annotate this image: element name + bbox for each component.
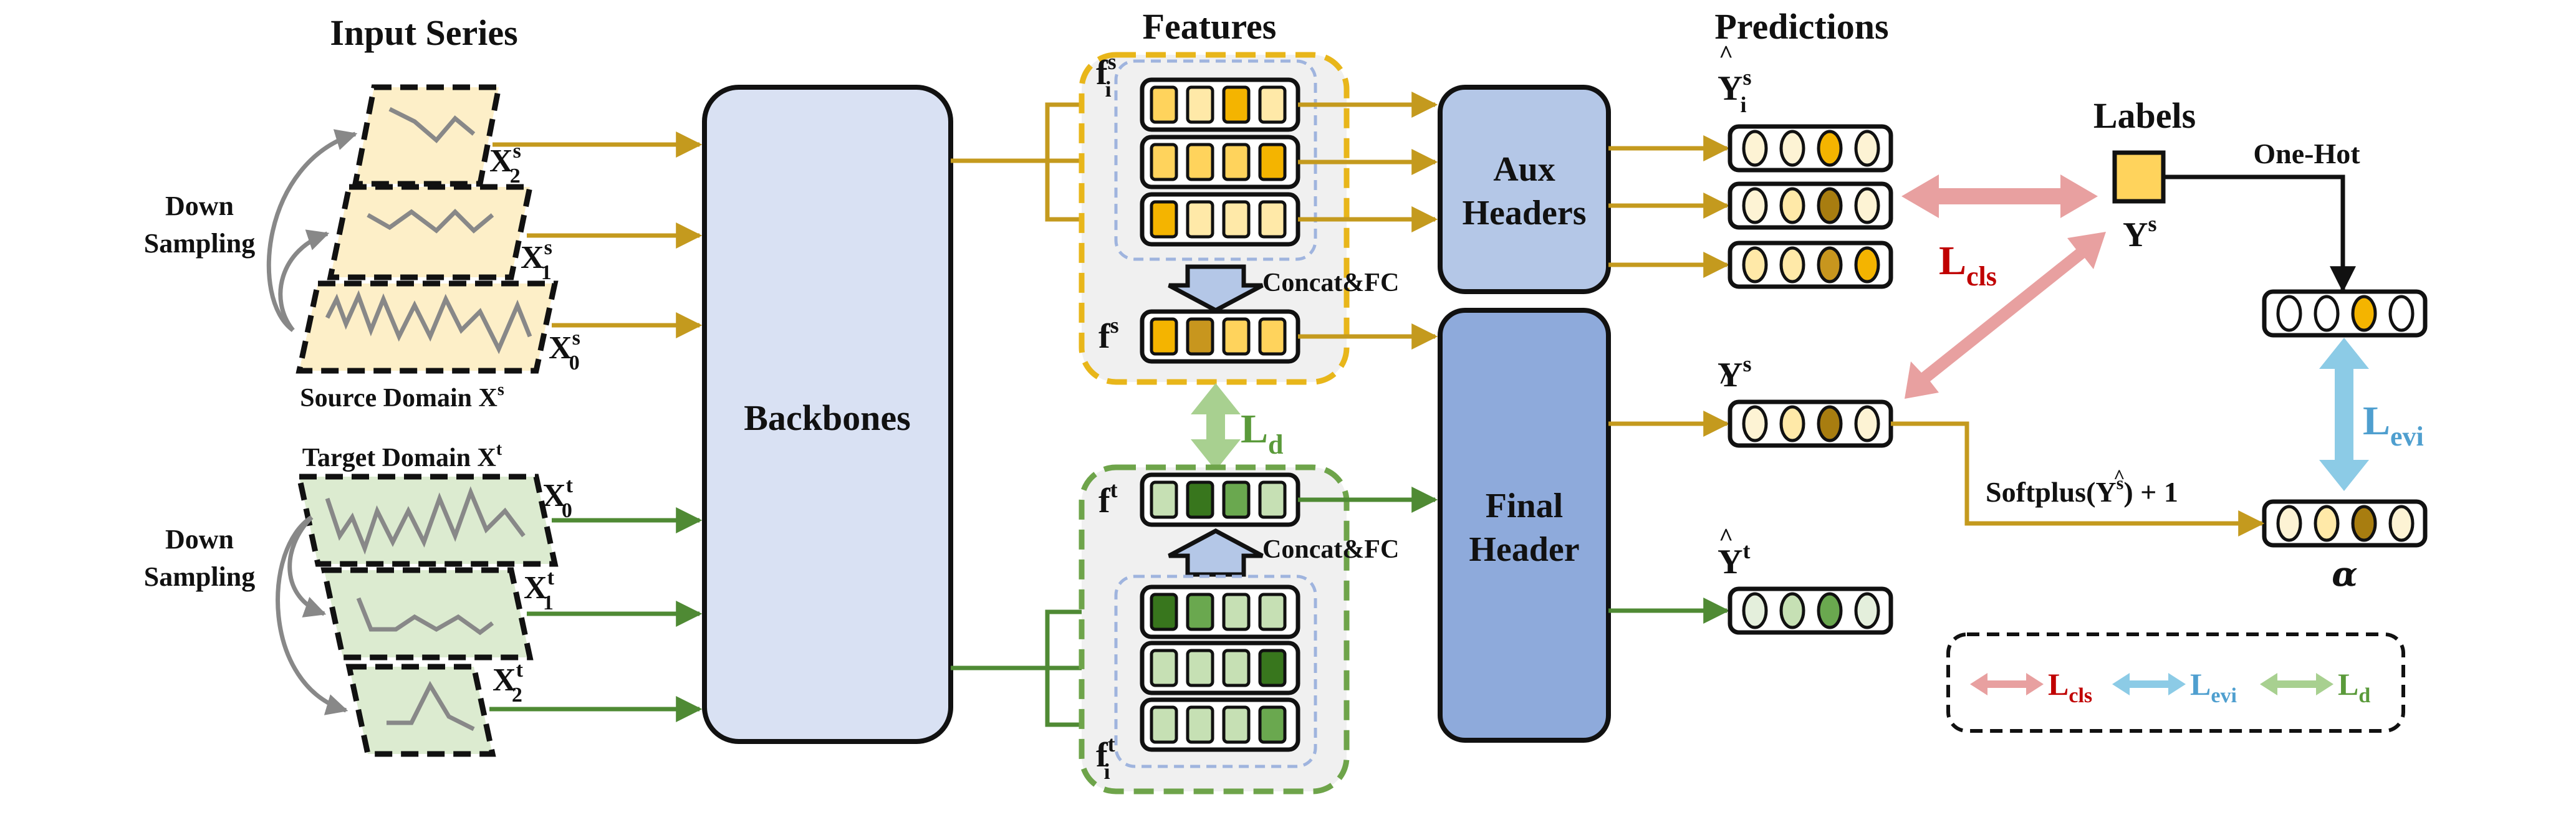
down-sampling-source-line1: Down [165, 191, 234, 221]
alpha-vector [2262, 499, 2428, 548]
down-sampling-source-line2: Sampling [144, 228, 256, 259]
legend-item-l-cls: Lcls [1970, 667, 2092, 707]
down-sampling-target-line2: Sampling [144, 561, 256, 592]
labels-heading: Labels [2093, 95, 2196, 136]
source-concat-label: Concat&FC [1262, 269, 1399, 297]
l-evi-arrow [2319, 338, 2369, 491]
legend-item-l-d: Ld [2260, 667, 2370, 707]
down-sampling-target-arrow-inner [287, 515, 327, 618]
pred-y-t-label: Yt [1718, 538, 1750, 581]
l-d-label: Ld [1241, 406, 1284, 460]
pred-y-s-label: Ys [1718, 351, 1751, 394]
target-concat-arrow [1168, 528, 1264, 577]
aux-prediction-3 [1728, 241, 1893, 289]
source-feature-vectors [1140, 77, 1300, 247]
source-concat-arrow [1168, 264, 1264, 313]
aux-headers-line2: Headers [1462, 194, 1586, 232]
legend-l-cls-label: Lcls [2048, 667, 2092, 707]
final-header-line1: Final [1486, 487, 1563, 525]
target-series-group [296, 474, 559, 757]
backbone-block [702, 85, 953, 744]
down-sampling-source-arrow-outer [266, 129, 358, 332]
softplus-hat: ^ [2113, 465, 2125, 487]
aux-to-prediction-arrows [1608, 135, 1730, 437]
pred-yi-s-hat: ^ [1719, 40, 1733, 68]
target-series-x2 [345, 664, 496, 757]
aux-headers-block [1438, 85, 1611, 294]
target-feature-vector-3 [1140, 697, 1300, 752]
source-series-group [296, 84, 559, 374]
source-feature-vector-1 [1140, 77, 1300, 132]
l-cls-arrows [1901, 174, 2106, 399]
l-d-arrow [1191, 383, 1241, 470]
predictions-heading: Predictions [1714, 6, 1888, 47]
backbone-label: Backbones [744, 398, 911, 438]
source-multiscale-features-box [1114, 59, 1317, 261]
final-header-block [1438, 308, 1611, 743]
target-feature-vector-2 [1140, 641, 1300, 695]
target-input-arrows [489, 507, 703, 722]
aux-prediction-2 [1728, 181, 1893, 230]
source-fs-label: fs [1098, 313, 1119, 356]
aux-headers-line1: Aux [1493, 150, 1555, 189]
features-heading: Features [1143, 6, 1277, 47]
l-cls-label: Lcls [1939, 238, 1997, 292]
down-sampling-target-line1: Down [165, 524, 234, 555]
aux-prediction-1 [1728, 124, 1893, 173]
source-fused-feature-vector [1140, 309, 1300, 364]
down-sampling-target-arrow-outer [276, 515, 348, 715]
target-series-x0 [296, 474, 559, 567]
target-series-x1 [320, 567, 534, 660]
final-target-prediction [1728, 586, 1893, 635]
source-series-x1 [327, 184, 534, 280]
target-feature-vectors [1140, 584, 1300, 752]
source-input-arrows [493, 131, 703, 338]
source-domain-label: Source Domain Xs [300, 380, 504, 412]
pred-y-s-hat: ^ [1719, 366, 1733, 394]
source-series-x2 [352, 84, 502, 187]
input-series-heading: Input Series [330, 12, 517, 53]
target-fused-feature-vector [1140, 472, 1300, 527]
alpha-label: α [2332, 554, 2358, 594]
target-concat-label: Concat&FC [1262, 535, 1399, 564]
one-hot-label: One-Hot [2253, 138, 2360, 169]
label-ys-text: Ys [2123, 211, 2156, 254]
source-feature-vector-3 [1140, 192, 1300, 247]
source-feature-vector-2 [1140, 135, 1300, 189]
target-domain-label: Target Domain Xt [302, 440, 502, 472]
label-ys-square [2112, 150, 2166, 204]
softplus-label: Softplus(Ys) + 1 [1986, 473, 2178, 508]
final-header-line2: Header [1469, 530, 1579, 569]
pred-y-t-hat: ^ [1719, 523, 1733, 551]
legend-l-evi-label: Levi [2190, 667, 2237, 707]
l-evi-label: Levi [2363, 398, 2424, 452]
one-hot-vector [2262, 289, 2428, 338]
target-ft-label: ft [1098, 477, 1118, 520]
final-source-prediction [1728, 399, 1893, 448]
one-hot-arrow [2163, 174, 2356, 293]
aux-prediction-vectors [1728, 124, 1893, 289]
down-sampling-source-arrow-inner [278, 229, 330, 332]
legend-l-d-label: Ld [2338, 667, 2370, 707]
features-to-aux-arrows [1298, 92, 1438, 350]
target-multiscale-features-box [1114, 575, 1317, 768]
legend-item-l-evi: Levi [2112, 667, 2237, 707]
target-feature-vector-1 [1140, 584, 1300, 639]
softplus-arrow [1891, 421, 2265, 536]
